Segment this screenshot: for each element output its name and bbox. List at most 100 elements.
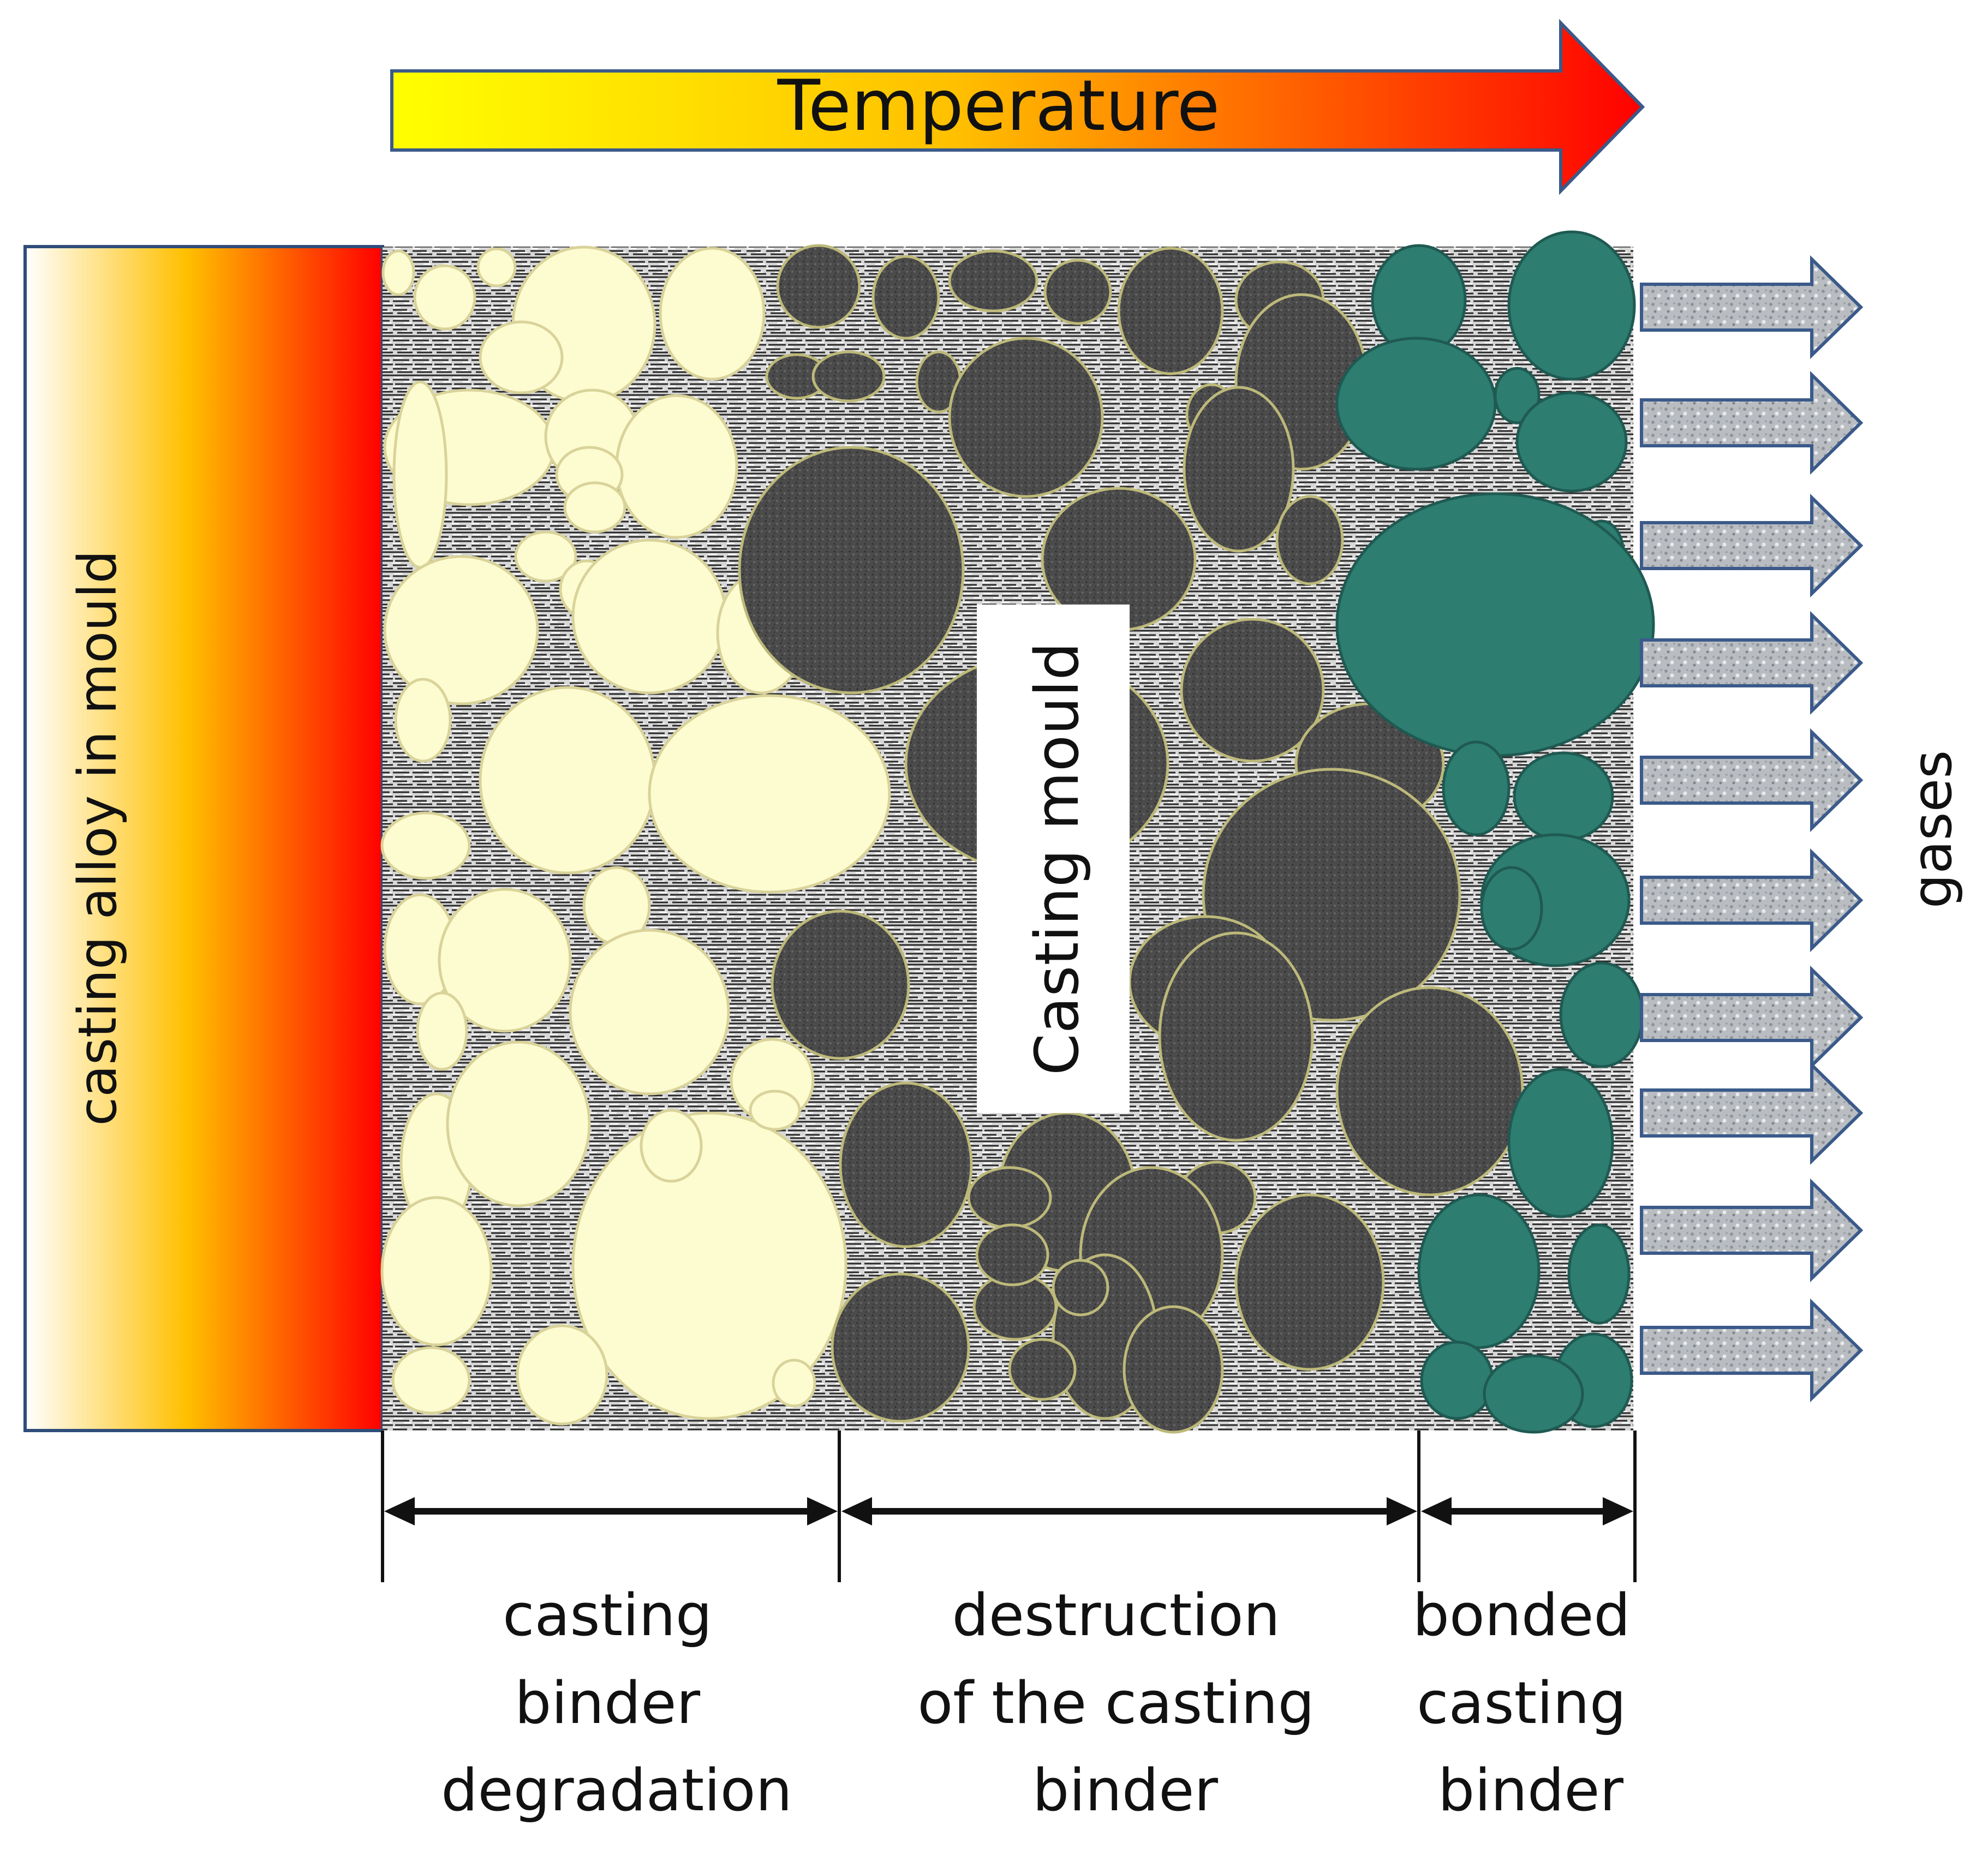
zone-3-label-line: binder: [1438, 1757, 1623, 1824]
sand-grain-zone-3: [1515, 391, 1628, 493]
temperature-label: Temperature: [777, 65, 1220, 147]
sand-grain-zone-3: [1494, 367, 1541, 424]
sand-grain-zone-1: [563, 481, 626, 534]
sand-grain-zone-3: [1335, 492, 1655, 757]
sand-grain-zone-1: [380, 1196, 493, 1347]
gas-arrow: [1640, 611, 1864, 715]
sand-grain-zone-2: [1158, 931, 1314, 1142]
sand-grain-zone-3: [1567, 1223, 1631, 1325]
sand-grain-zone-2: [831, 1272, 970, 1423]
sand-grain-zone-2: [738, 446, 965, 695]
sand-grain-zone-3: [1480, 866, 1543, 951]
sand-grain-zone-1: [772, 1359, 816, 1408]
sand-grain-zone-2: [1234, 1193, 1385, 1371]
casting-mould-label: Casting mould: [1022, 642, 1092, 1075]
sand-grain-zone-1: [392, 380, 448, 569]
sand-grain-zone-3: [1559, 961, 1644, 1068]
sand-grain-zone-2: [1123, 1305, 1224, 1434]
gas-arrow: [1640, 1061, 1864, 1165]
sand-grain-zone-3: [1507, 230, 1636, 381]
sand-grain-zone-3: [1420, 1341, 1494, 1420]
zone-2-label-line: of the casting: [917, 1670, 1314, 1737]
zone-1-arrowhead-left: [384, 1497, 415, 1525]
gas-arrow: [1640, 255, 1864, 360]
sand-grain-zone-2: [1180, 618, 1325, 763]
sand-grain-zone-1: [413, 264, 476, 331]
sand-grain-zone-1: [381, 249, 415, 296]
gas-arrow: [1640, 728, 1864, 833]
sand-grain-zone-2: [776, 244, 861, 329]
sand-grain-zone-2: [967, 1166, 1052, 1229]
gas-arrow: [1640, 1178, 1864, 1283]
sand-grain-zone-1: [479, 686, 656, 875]
sand-grains: [380, 230, 1655, 1434]
sand-grain-zone-1: [391, 1346, 471, 1415]
sand-grain-zone-1: [569, 929, 730, 1096]
zone-3-arrowhead-left: [1421, 1497, 1452, 1525]
gas-arrow: [1640, 493, 1864, 598]
sand-grain-zone-2: [839, 1081, 973, 1248]
sand-grain-zone-3: [1507, 1068, 1614, 1218]
casting-alloy-label: casting alloy in mould: [67, 550, 128, 1126]
sand-grain-zone-2: [975, 1223, 1049, 1286]
sand-grain-zone-3: [1417, 1193, 1541, 1349]
sand-grain-zone-2: [771, 909, 910, 1060]
sand-grain-zone-2: [1335, 986, 1524, 1196]
zone-3-label: bonded casting binder: [1413, 1582, 1649, 1824]
zone-2-label-line: destruction: [952, 1582, 1280, 1649]
zone-2-arrowhead-left: [841, 1497, 872, 1525]
sand-grain-zone-1: [648, 694, 891, 894]
sand-grain-zone-1: [615, 394, 738, 539]
gas-arrow: [1640, 370, 1864, 475]
zone-2-label-line: binder: [1032, 1757, 1218, 1824]
zone-3-arrowhead-right: [1603, 1497, 1633, 1525]
sand-grain-zone-1: [416, 991, 468, 1071]
zone-1-label-line: binder: [515, 1670, 700, 1737]
sand-grain-zone-1: [749, 1090, 801, 1131]
sand-grain-zone-1: [380, 811, 471, 880]
sand-grain-zone-1: [640, 1109, 703, 1183]
sand-grain-zone-1: [514, 530, 577, 583]
zone-1-label-line: casting: [503, 1582, 712, 1649]
casting-alloy-panel: [23, 245, 384, 1432]
casting-mould-label-box: [977, 605, 1130, 1113]
zone-1-arrowhead-right: [807, 1497, 838, 1525]
sand-grain-zone-1: [516, 1324, 608, 1426]
zone-dimension-arrows: [384, 1497, 1633, 1525]
gas-arrow: [1640, 965, 1864, 1070]
gas-arrows: [1640, 255, 1864, 1403]
sand-grain-zone-1: [659, 247, 766, 381]
zone-3-label-line: casting: [1417, 1670, 1626, 1737]
sand-grain-zone-1: [476, 247, 517, 288]
sand-grain-zone-2: [948, 337, 1104, 498]
sand-grain-zone-1: [394, 678, 452, 763]
sand-grain-zone-2: [948, 249, 1038, 313]
sand-grain-zone-2: [1183, 386, 1295, 553]
sand-grain-zone-1: [571, 1111, 847, 1420]
sand-grain-zone-1: [438, 888, 572, 1033]
sand-grain-zone-2: [1043, 259, 1112, 325]
temperature-arrow: [390, 19, 1645, 195]
zone-2-arrowhead-right: [1387, 1497, 1417, 1525]
sand-grain-zone-3: [1442, 740, 1511, 836]
sand-grain-zone-1: [479, 320, 564, 394]
zone-1-label-line: degradation: [441, 1757, 792, 1824]
zone-boundaries: [381, 1431, 1637, 1582]
sand-grain-zone-3: [1513, 751, 1614, 842]
sand-grain-zone-2: [1052, 1259, 1109, 1317]
zone-2-label: destruction of the casting binder: [917, 1582, 1333, 1824]
sand-grain-zone-2: [1117, 247, 1224, 375]
sand-grain-zone-2: [1008, 1338, 1077, 1401]
sand-grain-zone-3: [1483, 1354, 1584, 1434]
gases-label: gases: [1900, 750, 1964, 908]
sand-grain-zone-1: [446, 1040, 591, 1207]
gas-arrow: [1640, 848, 1864, 953]
sand-grain-zone-1: [571, 538, 727, 695]
sand-grain-zone-2: [871, 255, 940, 340]
sand-grain-zone-3: [1335, 337, 1497, 471]
zone-3-label-line: bonded: [1413, 1582, 1631, 1649]
sand-grain-zone-1: [383, 555, 539, 705]
gas-arrow: [1640, 1298, 1864, 1403]
sand-grain-zone-2: [811, 350, 886, 403]
